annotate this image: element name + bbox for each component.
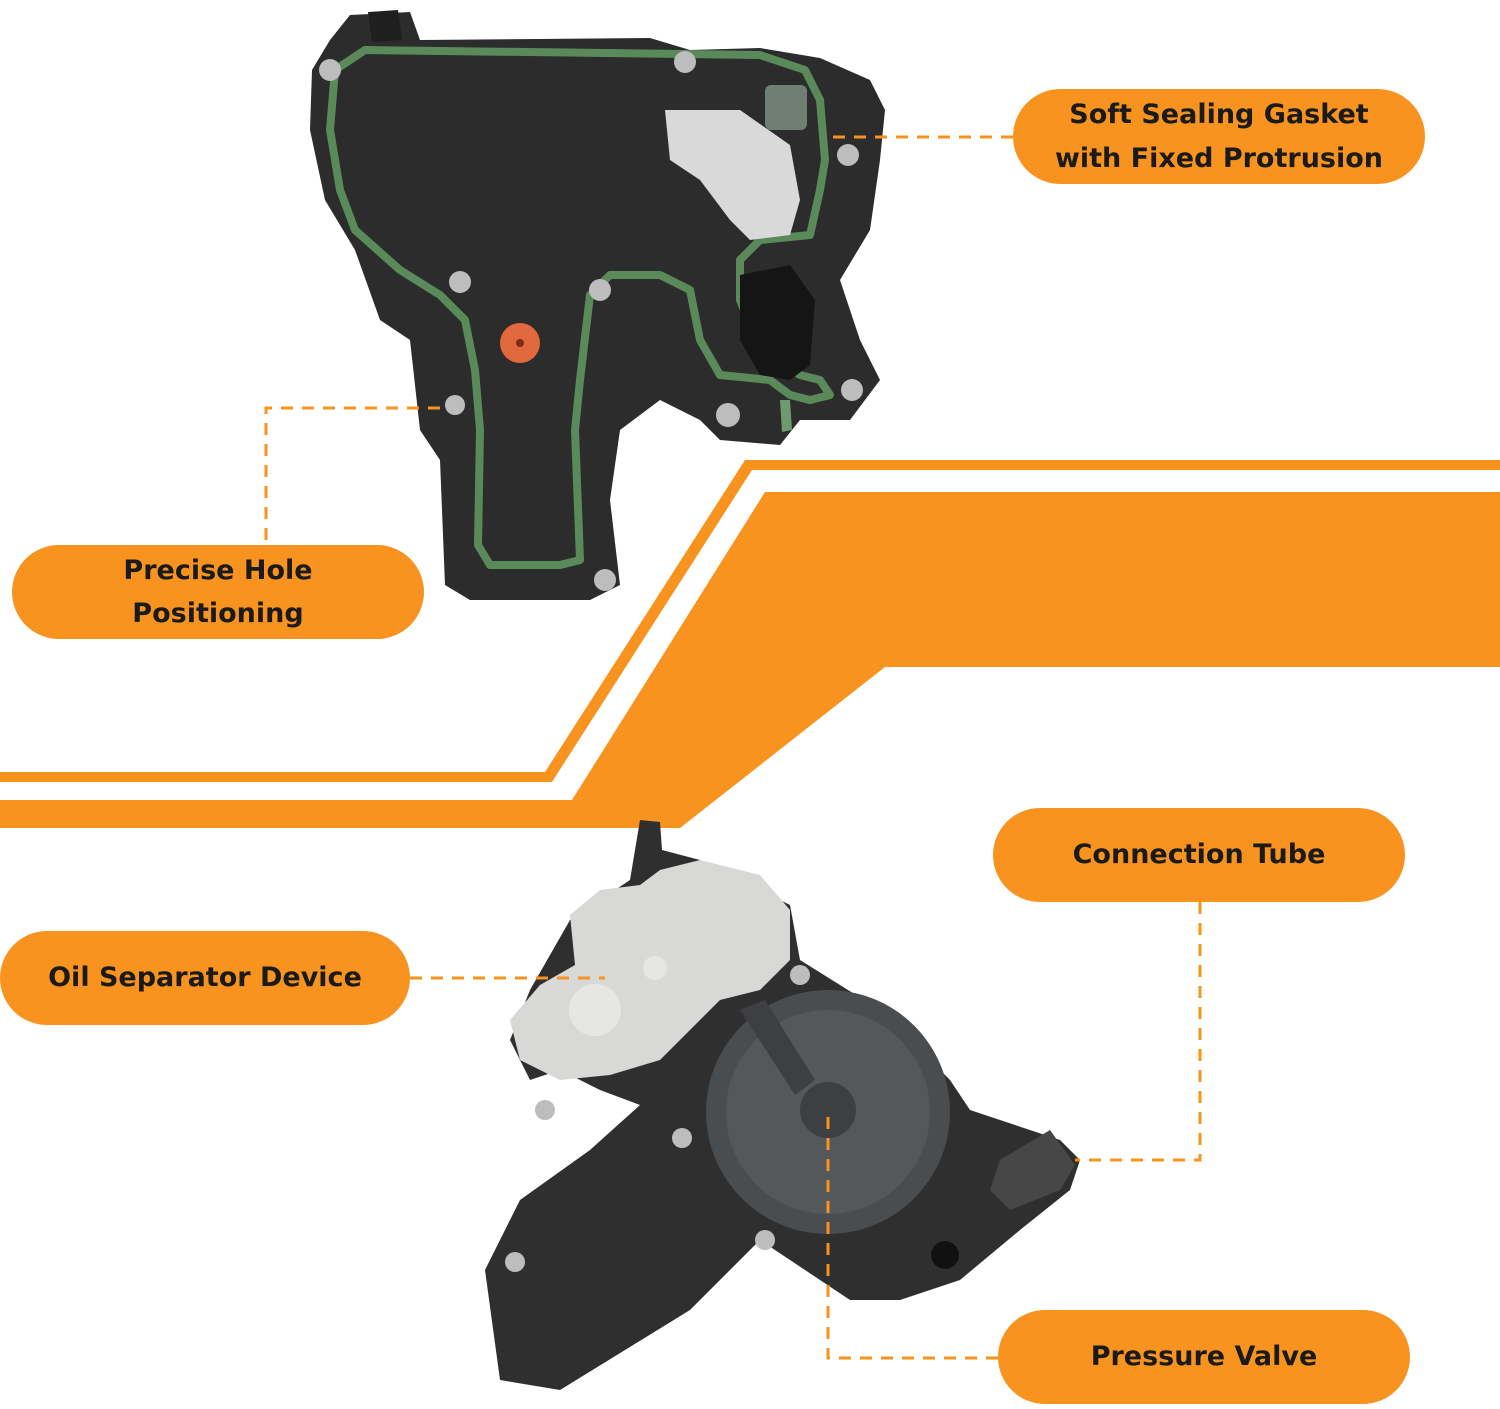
- callout-oil-separator: Oil Separator Device: [0, 931, 410, 1025]
- orange-band-graphic: [0, 460, 1500, 828]
- callout-pressure-valve: Pressure Valve: [998, 1310, 1410, 1404]
- pcv-valve-front-image: [485, 820, 1080, 1390]
- callout-connection-tube: Connection Tube: [993, 808, 1405, 902]
- callout-gasket-label: Soft Sealing Gasket with Fixed Protrusio…: [1054, 99, 1384, 174]
- callout-hole-positioning: Precise Hole Positioning: [12, 545, 424, 639]
- callout-separator-label: Oil Separator Device: [48, 962, 362, 994]
- callout-gasket: Soft Sealing Gasket with Fixed Protrusio…: [1013, 89, 1425, 184]
- leader-tube: [1075, 902, 1202, 1162]
- leader-hole: [264, 406, 440, 545]
- leader-lines: [264, 135, 1202, 1360]
- pcv-cover-back-image: [310, 10, 885, 600]
- callout-tube-label: Connection Tube: [1072, 839, 1326, 871]
- leader-valve: [826, 1110, 998, 1360]
- callout-hole-label: Precise Hole Positioning: [123, 554, 313, 629]
- callout-valve-label: Pressure Valve: [1090, 1341, 1318, 1373]
